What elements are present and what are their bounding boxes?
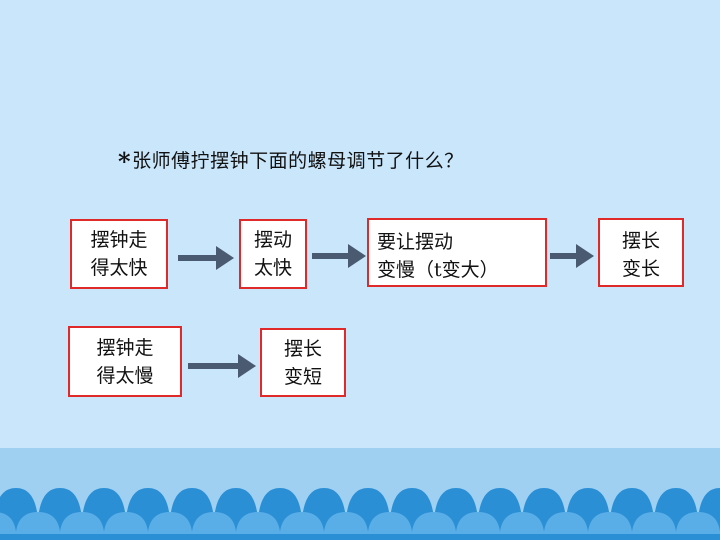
arrow-right-icon — [188, 354, 256, 378]
box-line: 变慢（t变大） — [377, 259, 499, 281]
box-swing-too-fast: 摆动 太快 — [239, 219, 307, 289]
wave-decoration — [0, 480, 720, 540]
question-text: *张师傅拧摆钟下面的螺母调节了什么？ — [118, 146, 464, 176]
box-clock-too-slow: 摆钟走 得太慢 — [68, 326, 182, 397]
star-bullet: * — [118, 147, 132, 176]
arrow-right-icon — [312, 244, 366, 268]
box-length-shorter: 摆长 变短 — [260, 328, 346, 397]
box-line: 变短 — [283, 365, 322, 388]
box-line: 要让摆动 — [377, 231, 454, 253]
box-line: 摆动 — [253, 229, 292, 251]
box-line: 摆钟走 — [90, 229, 148, 251]
box-line: 得太快 — [90, 257, 148, 279]
box-line: 摆长 — [621, 230, 660, 252]
box-line: 得太慢 — [96, 364, 154, 387]
box-line: 摆钟走 — [96, 336, 154, 359]
box-make-swing-slower: 要让摆动 变慢（t变大） — [367, 218, 547, 287]
box-line: 变长 — [621, 258, 660, 280]
arrow-right-icon — [550, 244, 594, 268]
box-clock-too-fast: 摆钟走 得太快 — [70, 219, 168, 289]
box-line: 太快 — [253, 257, 292, 279]
question-label: 张师傅拧摆钟下面的螺母调节了什么？ — [132, 150, 464, 172]
arrow-right-icon — [178, 246, 234, 270]
box-line: 摆长 — [283, 337, 322, 360]
box-length-longer: 摆长 变长 — [598, 218, 684, 287]
